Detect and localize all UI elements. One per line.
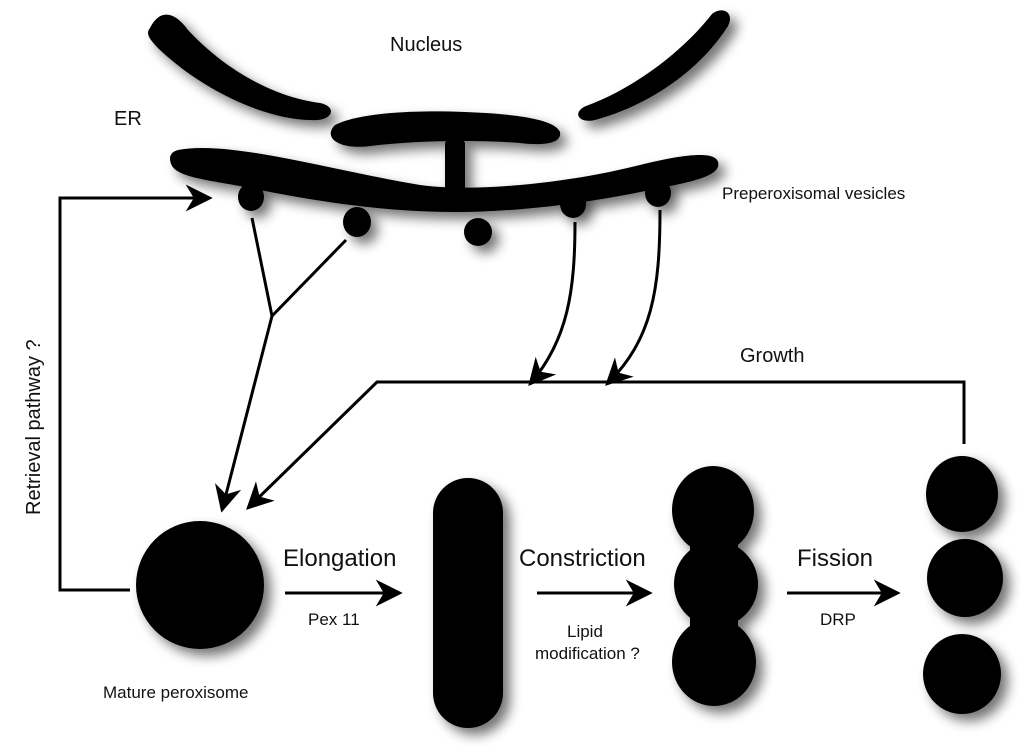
elongated-peroxisome-shape — [433, 478, 503, 728]
vesicle-growth-arrow-1 — [530, 222, 575, 384]
elongation-label: Elongation — [283, 545, 396, 572]
fission-label: Fission — [797, 545, 873, 572]
vesicle-to-peroxisome-arrow — [222, 316, 272, 510]
nucleus-label: Nucleus — [390, 34, 462, 56]
vesicle — [645, 179, 671, 207]
er-label: ER — [114, 108, 142, 130]
vesicle — [464, 218, 492, 246]
constriction-label: Constriction — [519, 545, 646, 572]
lipid-modification-label-line1: Lipid — [567, 622, 603, 641]
lipid-modification-label-line2: modification ? — [535, 644, 640, 663]
mature-peroxisome-shape — [136, 521, 264, 649]
vesicle — [238, 183, 264, 211]
growth-arrow — [248, 382, 964, 508]
vesicle-branch-left — [252, 218, 272, 316]
constricted-peroxisome-shape — [672, 466, 758, 706]
mature-peroxisome-label: Mature peroxisome — [103, 683, 249, 702]
vesicle — [560, 190, 586, 218]
retrieval-pathway-label: Retrieval pathway ? — [23, 339, 45, 515]
nucleus-envelope — [148, 10, 730, 146]
divided-peroxisomes-shape — [923, 456, 1003, 714]
vesicle-branch-right — [272, 240, 346, 316]
growth-label: Growth — [740, 345, 804, 367]
vesicle — [343, 207, 371, 237]
preperoxisomal-vesicles-label: Preperoxisomal vesicles — [722, 184, 905, 203]
drp-label: DRP — [820, 610, 856, 629]
vesicle-growth-arrow-2 — [607, 210, 660, 384]
pex11-label: Pex 11 — [308, 610, 360, 629]
